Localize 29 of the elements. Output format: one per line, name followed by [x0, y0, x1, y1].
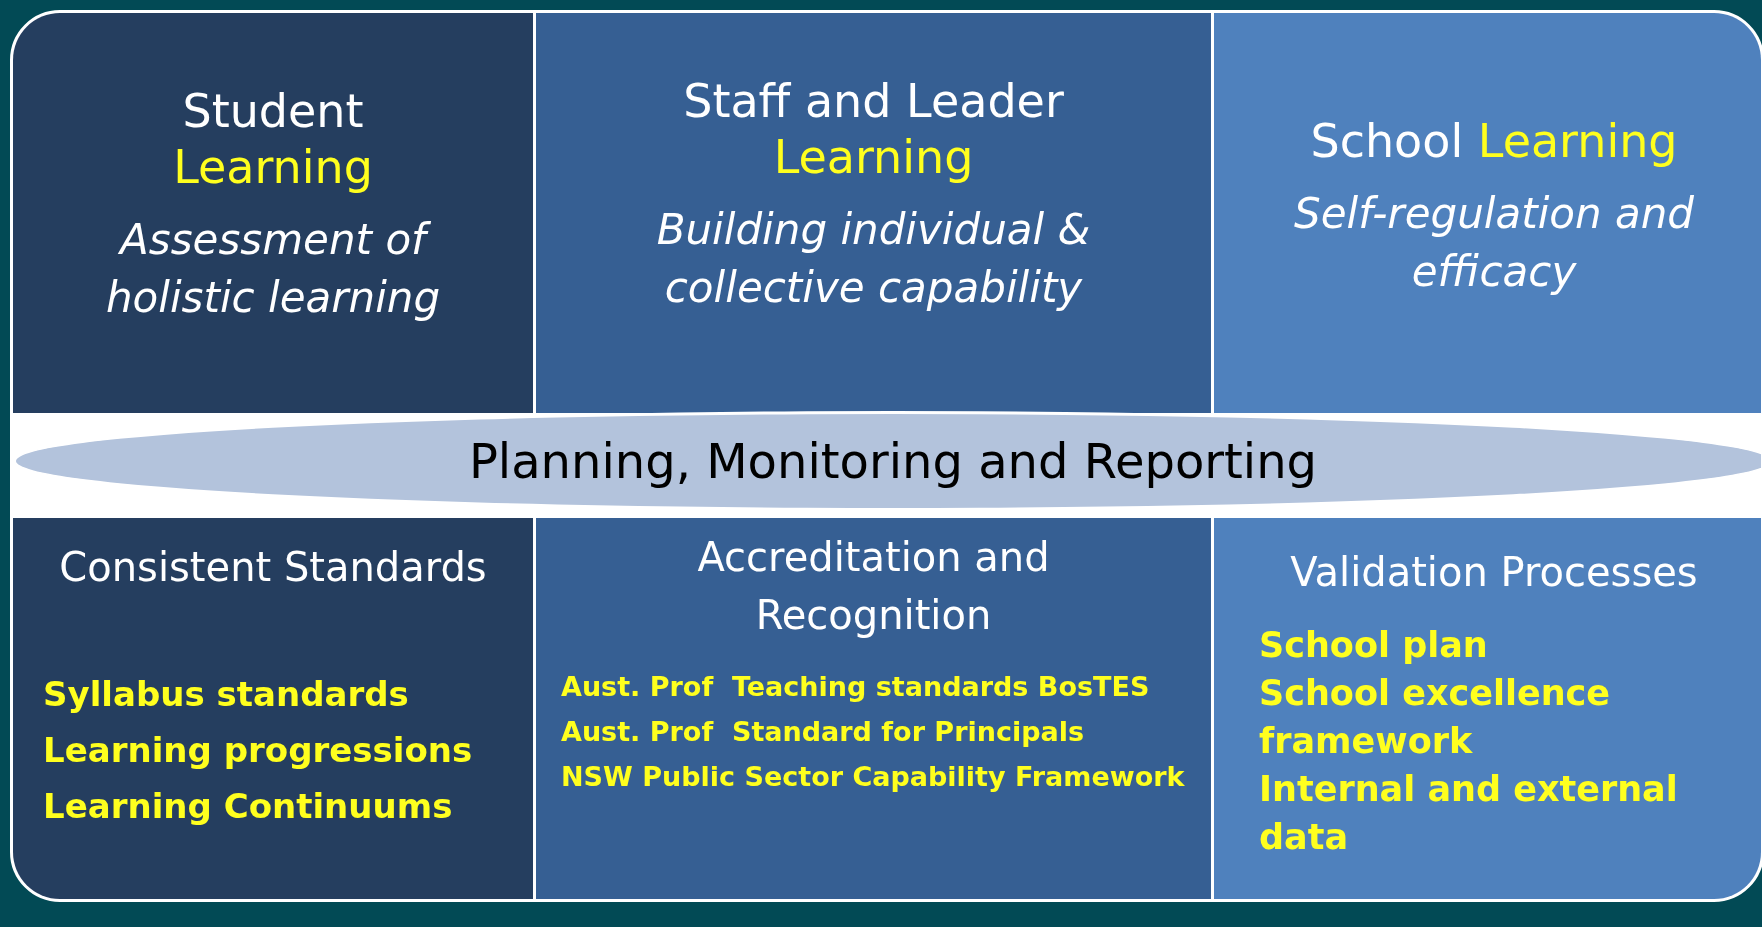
panel-subtitle: Building individual & collective capability	[655, 204, 1092, 314]
banner-ellipse	[13, 411, 1761, 511]
panel-heading: Accreditation and Recognition	[696, 533, 1051, 640]
panel	[1214, 518, 1761, 899]
banner-title: Planning, Monitoring and Reporting	[468, 433, 1318, 489]
panel-subtitle: Assessment of holistic learning	[104, 214, 442, 324]
list-item: School plan	[1259, 624, 1489, 667]
list-item: NSW Public Sector Capability Framework	[561, 760, 1186, 794]
panel-heading-highlight: Learning	[773, 130, 974, 184]
list-item: Syllabus standards	[43, 673, 410, 716]
panel-heading-highlight: Learning	[1477, 114, 1678, 168]
panel	[1214, 13, 1761, 413]
panel-heading: Staff and Leader	[683, 74, 1064, 128]
list-item: Learning Continuums	[43, 785, 454, 828]
list-item: School excellence framework	[1259, 672, 1612, 763]
panel-heading: Student	[182, 84, 364, 138]
panel	[536, 13, 1211, 413]
panel-heading-highlight: Learning	[173, 140, 373, 194]
list-item: Aust. Prof Standard for Principals	[561, 715, 1086, 749]
list-item: Learning progressions	[43, 729, 474, 772]
panel-heading: Consistent Standards	[58, 543, 488, 592]
panel	[13, 13, 533, 413]
panel	[13, 518, 533, 899]
panel-subtitle: Self-regulation and efficacy	[1293, 188, 1695, 298]
panel-heading: School	[1310, 114, 1464, 168]
list-item: Internal and external data	[1259, 768, 1679, 859]
list-item: Aust. Prof Teaching standards BosTES	[561, 670, 1151, 704]
panel	[536, 518, 1211, 899]
panel-heading: Validation Processes	[1289, 548, 1699, 597]
